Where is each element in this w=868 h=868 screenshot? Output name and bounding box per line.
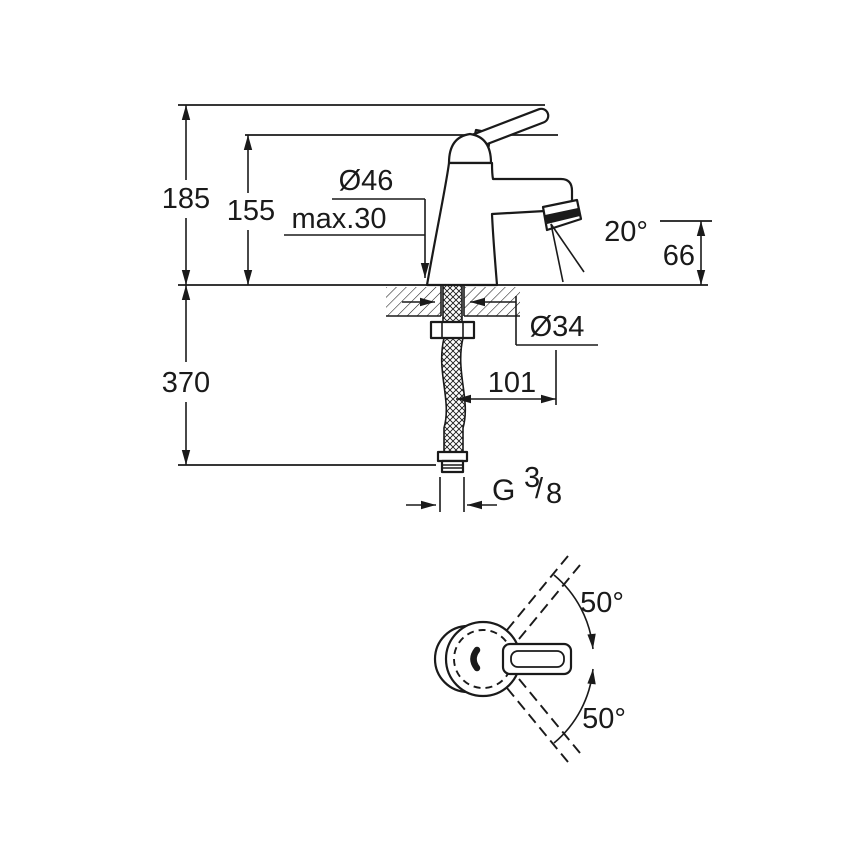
swing-up-text: 50° (580, 587, 624, 619)
dim-185: 185 (162, 105, 210, 285)
dim-185-text: 185 (162, 183, 210, 215)
thread-slash: / (535, 473, 544, 505)
angle-20-line-a (550, 223, 564, 283)
cartridge-dome (447, 132, 493, 165)
flexible-supply-hose (440, 337, 467, 453)
dim-101-text: 101 (488, 367, 536, 399)
dia46-text: Ø46 (339, 165, 394, 197)
swing-up-arc (553, 574, 596, 650)
hose-connector-body (436, 450, 469, 463)
swing-down-line-2 (518, 678, 581, 754)
faucet-body-and-spout (425, 161, 574, 287)
dia34-text: Ø34 (530, 311, 585, 343)
threaded-shank (442, 284, 463, 325)
dim-66-text: 66 (663, 240, 695, 272)
thread-numerator: 3 (524, 462, 540, 494)
dim-101: 101 (456, 350, 557, 405)
angle-20-line-b (550, 223, 585, 273)
max30-text: max.30 (291, 203, 386, 235)
dim-155-text: 155 (227, 195, 275, 227)
swing-up-line-2 (518, 564, 581, 640)
mounting-nut (429, 320, 476, 340)
angle-20: 20° (550, 216, 648, 283)
dim-370-text: 370 (162, 367, 210, 399)
label-dia46: Ø46 (332, 165, 430, 278)
dim-370: 370 (162, 285, 210, 465)
aerator-face (545, 208, 580, 224)
thread-prefix: G (492, 474, 515, 507)
dim-155: 155 (227, 135, 275, 285)
thread-text: G 3 / 8 (492, 462, 562, 510)
faucet-top (433, 620, 573, 698)
swing-down-line-1 (506, 687, 569, 763)
side-view: 185 155 370 66 Ø46 max.30 (162, 104, 712, 512)
lever-top-inner (510, 650, 565, 668)
lever-top (501, 642, 573, 676)
faucet-side (425, 107, 583, 287)
label-thread: G 3 / 8 (406, 462, 562, 512)
lever-slot (470, 646, 481, 672)
hose-connector-thread (440, 459, 465, 474)
swing-up-line-1 (506, 555, 569, 631)
top-view: 50° 50° (433, 555, 626, 763)
swing-down-text: 50° (582, 703, 626, 735)
swing-up-50: 50° (506, 555, 624, 650)
swing-down-50: 50° (506, 668, 626, 763)
angle-20-text: 20° (604, 216, 648, 248)
dim-66: 66 (663, 221, 706, 285)
thread-denominator: 8 (546, 478, 562, 510)
label-dia34: Ø34 (402, 296, 598, 346)
label-max30: max.30 (284, 203, 425, 236)
swing-down-arc (553, 668, 596, 744)
